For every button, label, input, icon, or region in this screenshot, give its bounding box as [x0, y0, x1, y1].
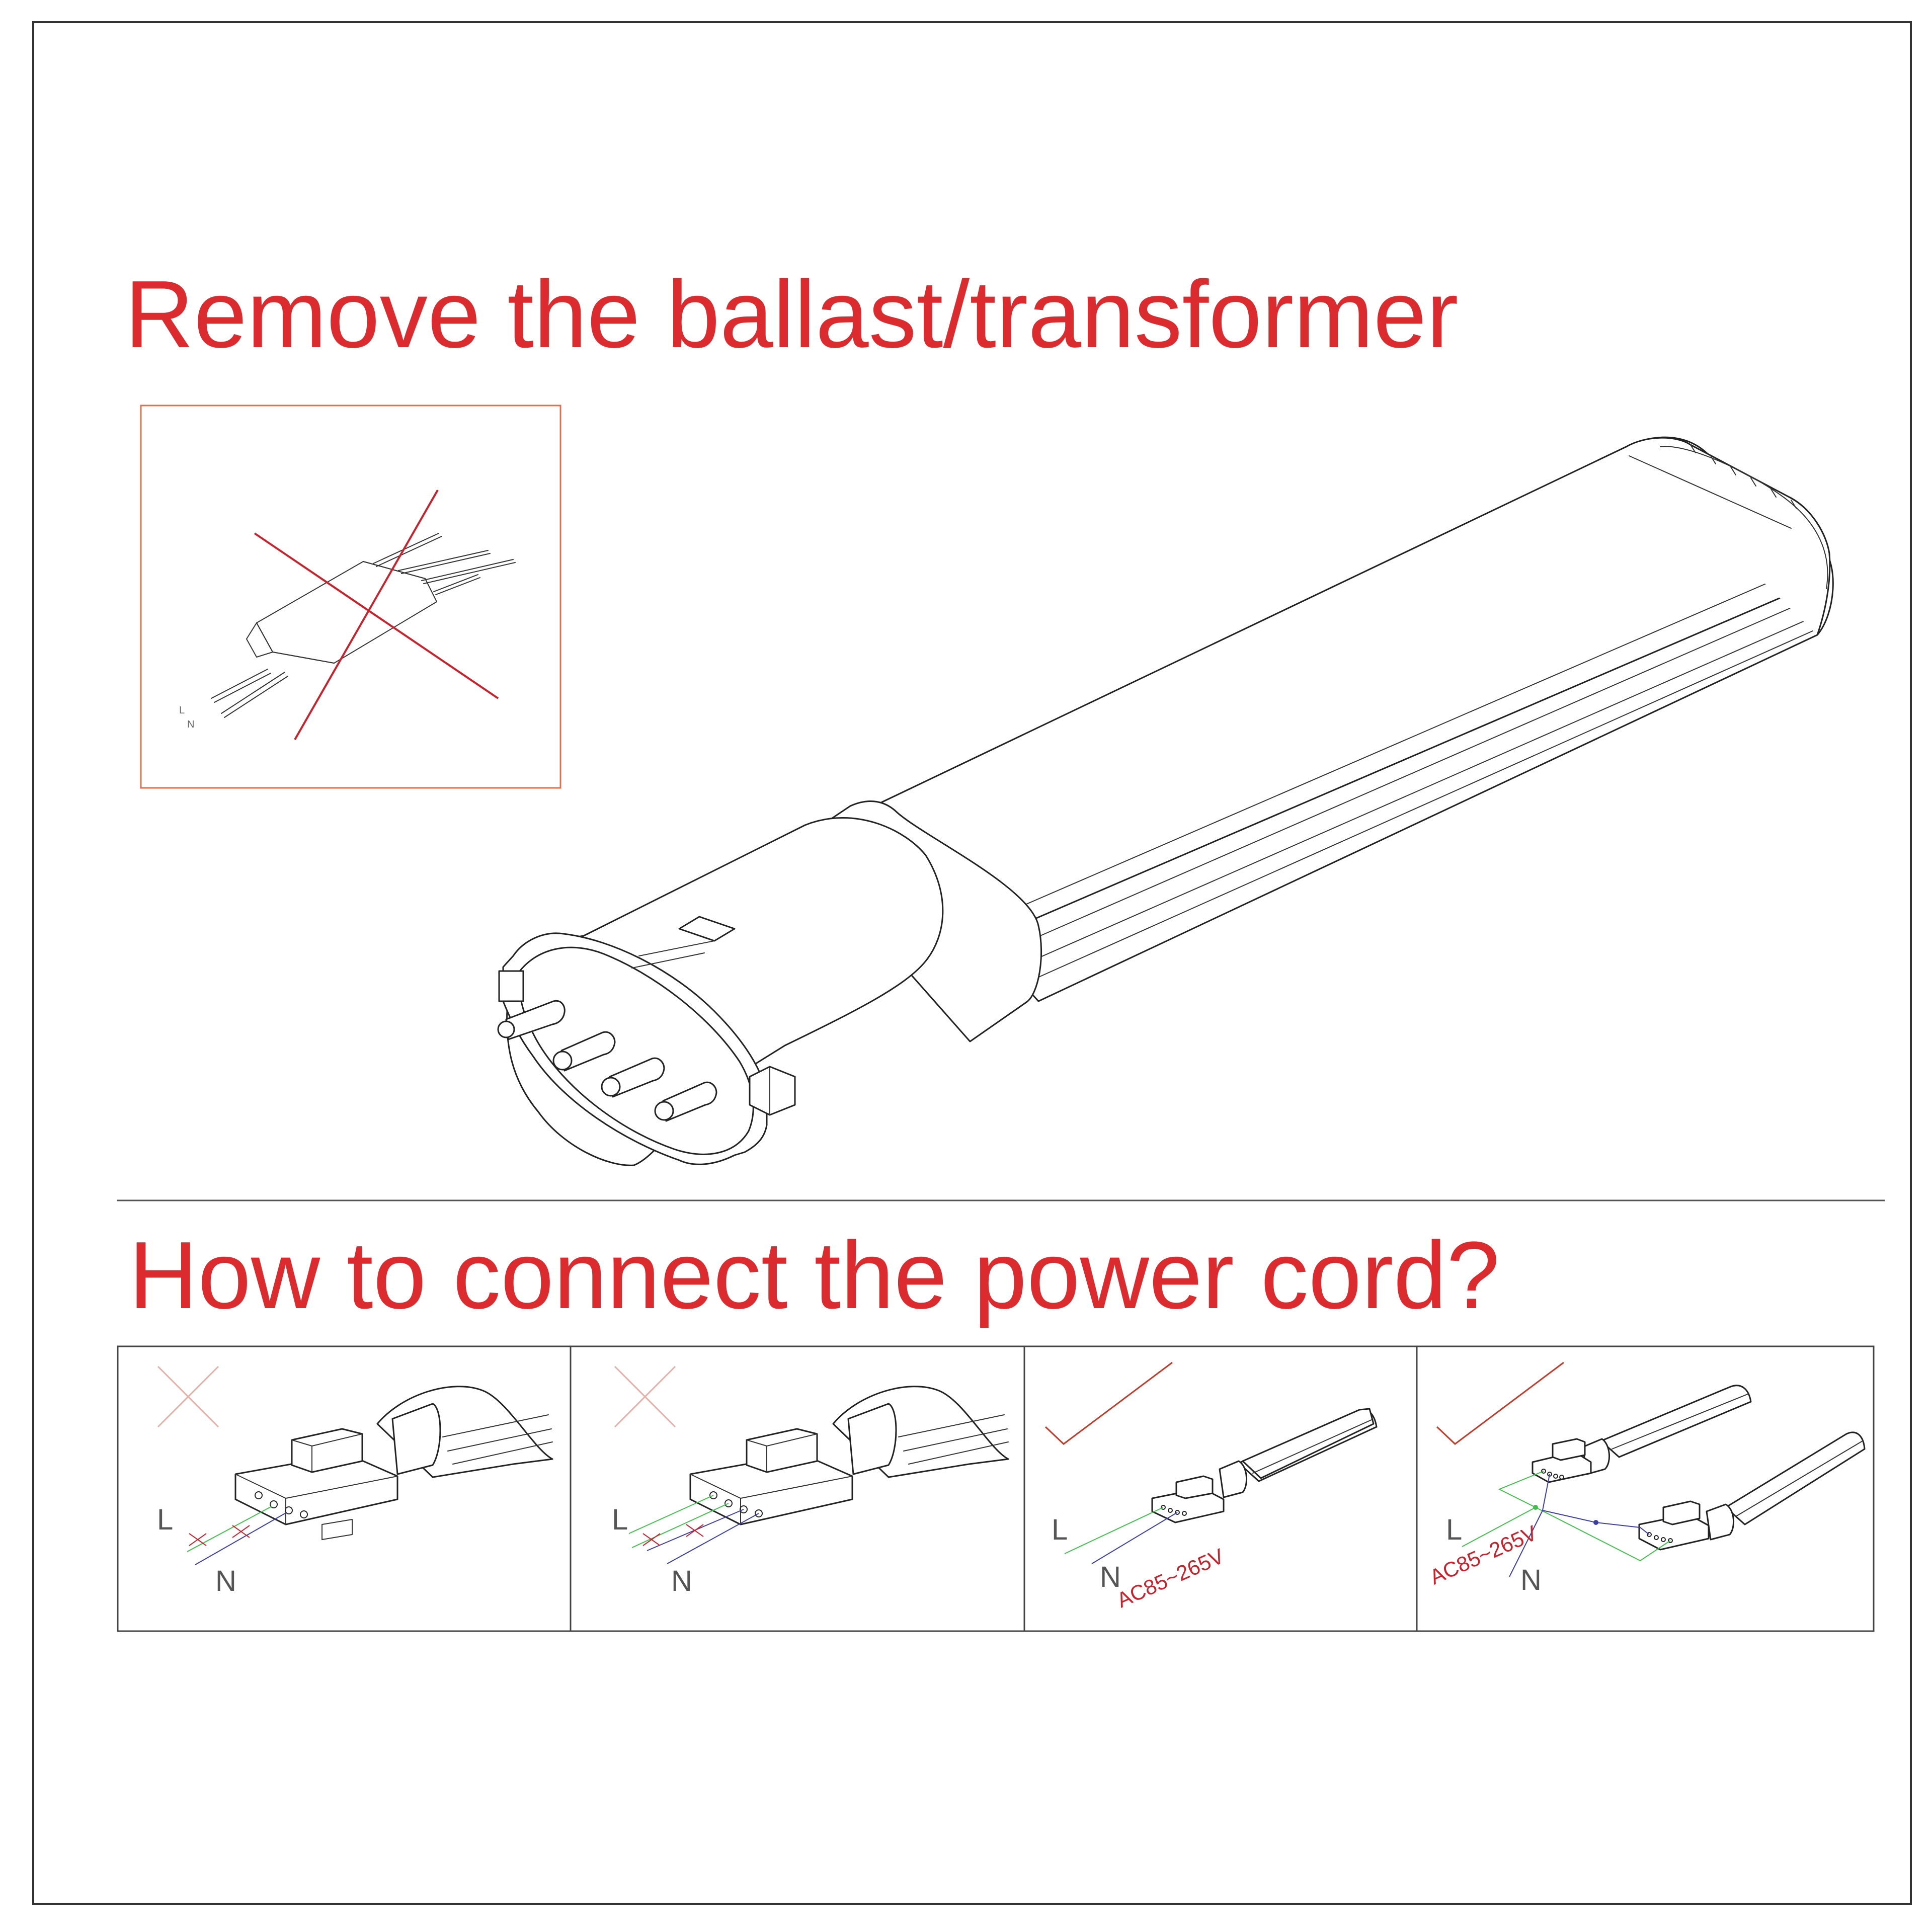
ballast-inset-border [140, 405, 561, 789]
wiring-panel-4: L N AC85~265V [1426, 1361, 1866, 1596]
ballast-cross-mark-icon [254, 490, 499, 740]
wiring-panels: L N [117, 1345, 1875, 1632]
led-tube-icon [497, 436, 1834, 1166]
live-wire-2 [631, 1503, 729, 1548]
live-wire [628, 1495, 714, 1534]
label-live: L [612, 1503, 628, 1536]
wiring-panel-3: L N AC85~265V [1044, 1361, 1378, 1613]
wiring-panel-1: L N [157, 1365, 553, 1597]
label-neutral: N [1100, 1561, 1121, 1593]
ballast-inset: L N [140, 405, 561, 789]
cross-mark-icon [157, 1365, 219, 1428]
wiring-panels-frame [117, 1345, 1875, 1632]
pin-1 [497, 1000, 566, 1040]
check-mark-icon [1436, 1361, 1564, 1445]
live-wire [187, 1506, 272, 1552]
neutral-wire [1509, 1474, 1650, 1577]
ballast-label-neutral: N [187, 719, 194, 730]
label-live: L [1446, 1513, 1462, 1546]
pin-4 [654, 1081, 717, 1122]
check-mark-icon [1044, 1361, 1173, 1445]
voltage-label: AC85~265V [1113, 1544, 1228, 1613]
label-neutral: N [215, 1565, 236, 1597]
connector-icon [689, 1386, 1009, 1525]
label-neutral: N [1520, 1564, 1542, 1596]
led-tube-icon [1238, 1408, 1378, 1482]
outer-frame [32, 21, 1912, 1905]
connector-icon [1151, 1460, 1248, 1523]
label-live: L [157, 1503, 173, 1536]
wire-cut-mark-icon [642, 1524, 704, 1546]
connector-icon [1638, 1500, 1735, 1551]
live-wire [1462, 1471, 1671, 1562]
neutral-wire-2 [667, 1513, 759, 1564]
pin-2 [552, 1031, 616, 1072]
label-live: L [1052, 1513, 1068, 1546]
connector-icon [234, 1386, 553, 1540]
ballast-icon [211, 533, 516, 718]
pin-3 [601, 1057, 665, 1098]
ballast-label-live: L [179, 705, 185, 716]
neutral-wire [1091, 1512, 1178, 1564]
neutral-junction [1593, 1520, 1598, 1525]
connector-icon [1532, 1438, 1611, 1483]
heading-connect-power-cord: How to connect the power cord? [129, 1222, 1500, 1329]
heading-remove-ballast: Remove the ballast/transformer [125, 261, 1459, 368]
led-tube-icon [1725, 1431, 1866, 1525]
neutral-wire [195, 1512, 287, 1565]
wire-cut-mark-icon [189, 1525, 250, 1546]
label-neutral: N [671, 1565, 692, 1597]
wiring-panel-2: L N [612, 1365, 1009, 1597]
live-junction [1533, 1505, 1538, 1510]
cross-mark-icon [614, 1365, 676, 1428]
led-tube-icon [1600, 1385, 1752, 1458]
live-wire [1064, 1507, 1164, 1554]
